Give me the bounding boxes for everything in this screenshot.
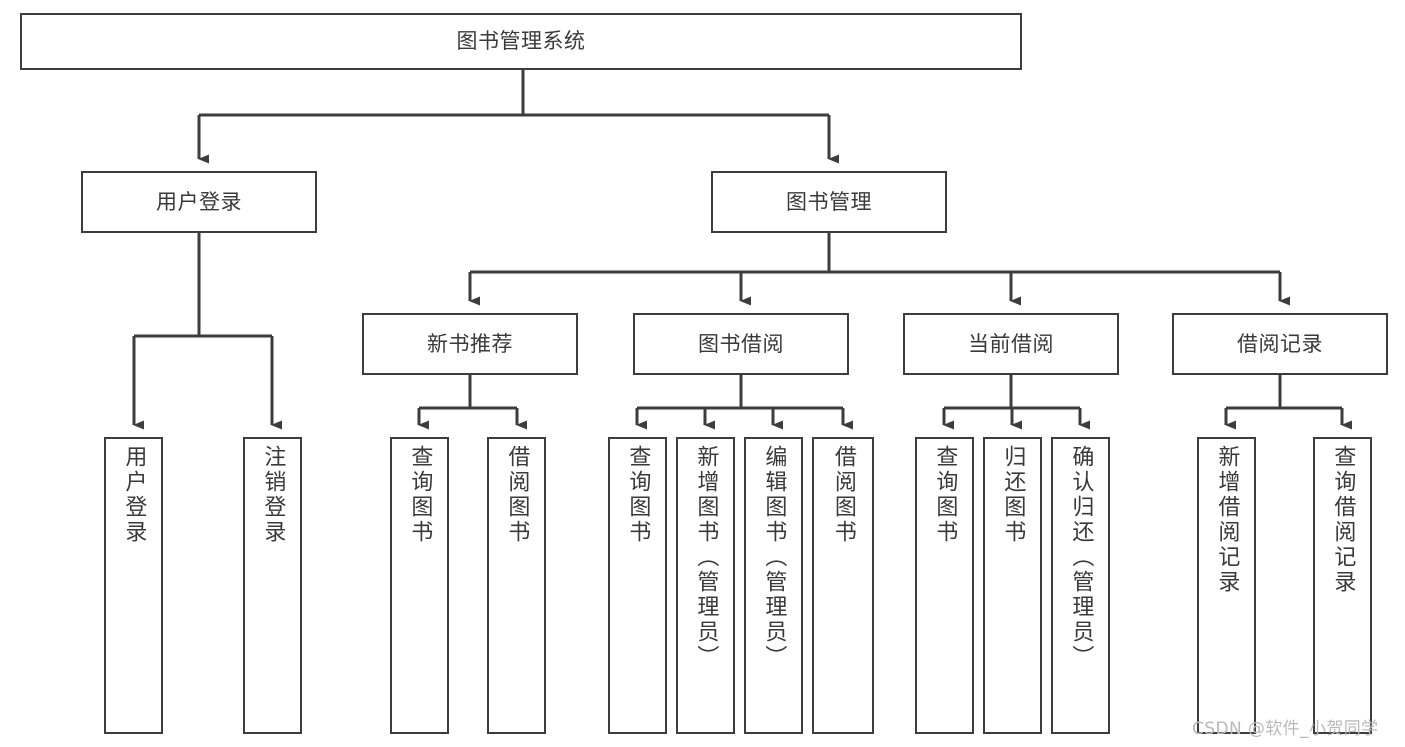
node-leaf-query-record-label: 查询借阅记录 (1330, 445, 1356, 595)
node-leaf-borrow-book-1-label: 借阅图书 (504, 445, 530, 545)
node-leaf-query-book-2-label: 查询图书 (625, 445, 651, 545)
node-leaf-return-book-label: 归还图书 (1000, 445, 1026, 545)
node-borrow-record-label: 借阅记录 (1237, 331, 1323, 356)
node-new-book-recommend[interactable]: 新书推荐 (362, 313, 578, 375)
node-leaf-query-book-3[interactable]: 查询图书 (915, 437, 974, 734)
node-leaf-add-book[interactable]: 新增图书（管理员） (676, 437, 735, 734)
node-leaf-edit-book-label: 编辑图书（管理员） (761, 445, 787, 670)
node-leaf-user-login-label: 用户登录 (121, 445, 147, 545)
node-leaf-query-book-1[interactable]: 查询图书 (390, 437, 449, 734)
watermark-text: CSDN @软件_小贺同学 (1192, 719, 1379, 739)
node-leaf-user-login[interactable]: 用户登录 (104, 437, 163, 734)
node-leaf-add-record[interactable]: 新增借阅记录 (1197, 437, 1256, 734)
node-user-login[interactable]: 用户登录 (81, 171, 317, 233)
node-current-borrow[interactable]: 当前借阅 (903, 313, 1119, 375)
node-root[interactable]: 图书管理系统 (20, 13, 1022, 70)
node-leaf-confirm-return[interactable]: 确认归还（管理员） (1051, 437, 1110, 734)
node-user-login-label: 用户登录 (156, 189, 242, 214)
node-leaf-add-book-label: 新增图书（管理员） (693, 445, 719, 670)
node-leaf-query-book-3-label: 查询图书 (932, 445, 958, 545)
node-leaf-confirm-return-label: 确认归还（管理员） (1068, 445, 1094, 670)
node-leaf-edit-book[interactable]: 编辑图书（管理员） (744, 437, 803, 734)
node-new-book-recommend-label: 新书推荐 (427, 331, 513, 356)
node-book-management[interactable]: 图书管理 (711, 171, 947, 233)
node-borrow-record[interactable]: 借阅记录 (1172, 313, 1388, 375)
node-leaf-borrow-book-2-label: 借阅图书 (830, 445, 856, 545)
node-root-label: 图书管理系统 (456, 29, 586, 54)
node-leaf-logout[interactable]: 注销登录 (243, 437, 302, 734)
node-leaf-query-record[interactable]: 查询借阅记录 (1313, 437, 1372, 734)
node-leaf-borrow-book-1[interactable]: 借阅图书 (487, 437, 546, 734)
node-leaf-logout-label: 注销登录 (260, 445, 286, 545)
node-leaf-add-record-label: 新增借阅记录 (1214, 445, 1240, 595)
node-leaf-return-book[interactable]: 归还图书 (983, 437, 1042, 734)
node-leaf-query-book-1-label: 查询图书 (407, 445, 433, 545)
node-book-borrow-label: 图书借阅 (698, 331, 784, 356)
node-leaf-query-book-2[interactable]: 查询图书 (608, 437, 667, 734)
node-current-borrow-label: 当前借阅 (968, 331, 1054, 356)
node-book-borrow[interactable]: 图书借阅 (633, 313, 849, 375)
node-leaf-borrow-book-2[interactable]: 借阅图书 (812, 437, 874, 734)
node-book-management-label: 图书管理 (786, 189, 872, 214)
